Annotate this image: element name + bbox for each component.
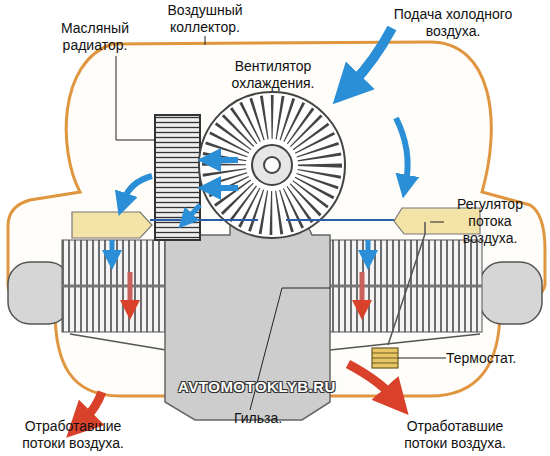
cylinder-axis	[330, 285, 482, 288]
air-flow-arrow	[110, 240, 115, 256]
leader-line	[430, 222, 444, 223]
air-flow-arrow	[366, 240, 371, 256]
air-flow-arrow	[214, 185, 238, 191]
flow-label: Отработавшие потоки воздуха.	[8, 418, 138, 452]
part-label: Воздушный коллектор.	[150, 2, 260, 36]
watermark: AVTOMOTOKLYB.RU	[172, 378, 342, 395]
air-flow-arrow	[188, 205, 200, 218]
flow-label: Подача холодного воздуха.	[378, 6, 528, 40]
fan-housing	[199, 92, 345, 238]
cover-line	[330, 334, 480, 350]
part-label: Гильза.	[218, 410, 298, 427]
flow-label: Отработавшие потоки воздуха.	[390, 418, 520, 452]
finned-cylinder	[330, 240, 482, 332]
exhaust-air-arrow	[84, 392, 102, 420]
part-label: Вентилятор охлаждения.	[218, 58, 328, 92]
cold-air-arrow	[396, 118, 408, 182]
thermostat-rod	[388, 222, 425, 345]
air-flow-arrow	[214, 157, 238, 163]
air-flow-regulator	[72, 212, 152, 238]
cylinder-head	[8, 262, 70, 324]
part-label: Регулятор потока воздуха.	[440, 196, 540, 247]
part-label: Масляный радиатор.	[45, 20, 145, 54]
part-label: Термостат.	[446, 350, 536, 367]
regulator-shaft	[286, 219, 396, 221]
leader-line	[116, 56, 155, 140]
leader-line	[398, 358, 446, 359]
regulator-shaft	[150, 219, 258, 221]
leader-line	[205, 36, 206, 45]
fan-hub	[252, 145, 292, 185]
cylinder-head	[480, 262, 542, 324]
warm-air-arrow	[128, 272, 133, 306]
warm-air-arrow	[360, 272, 365, 306]
exhaust-air-arrow	[348, 364, 392, 396]
air-flow-arrow	[124, 176, 152, 200]
fan-blades	[224, 117, 320, 213]
cold-air-arrow	[352, 28, 392, 84]
finned-cylinder	[62, 240, 166, 332]
cylinder-axis	[62, 285, 166, 288]
fan-shaft	[264, 157, 280, 173]
cover-line	[70, 334, 166, 350]
thermostat-bellows	[372, 353, 398, 363]
thermostat	[372, 348, 398, 368]
oil-radiator	[155, 115, 200, 240]
